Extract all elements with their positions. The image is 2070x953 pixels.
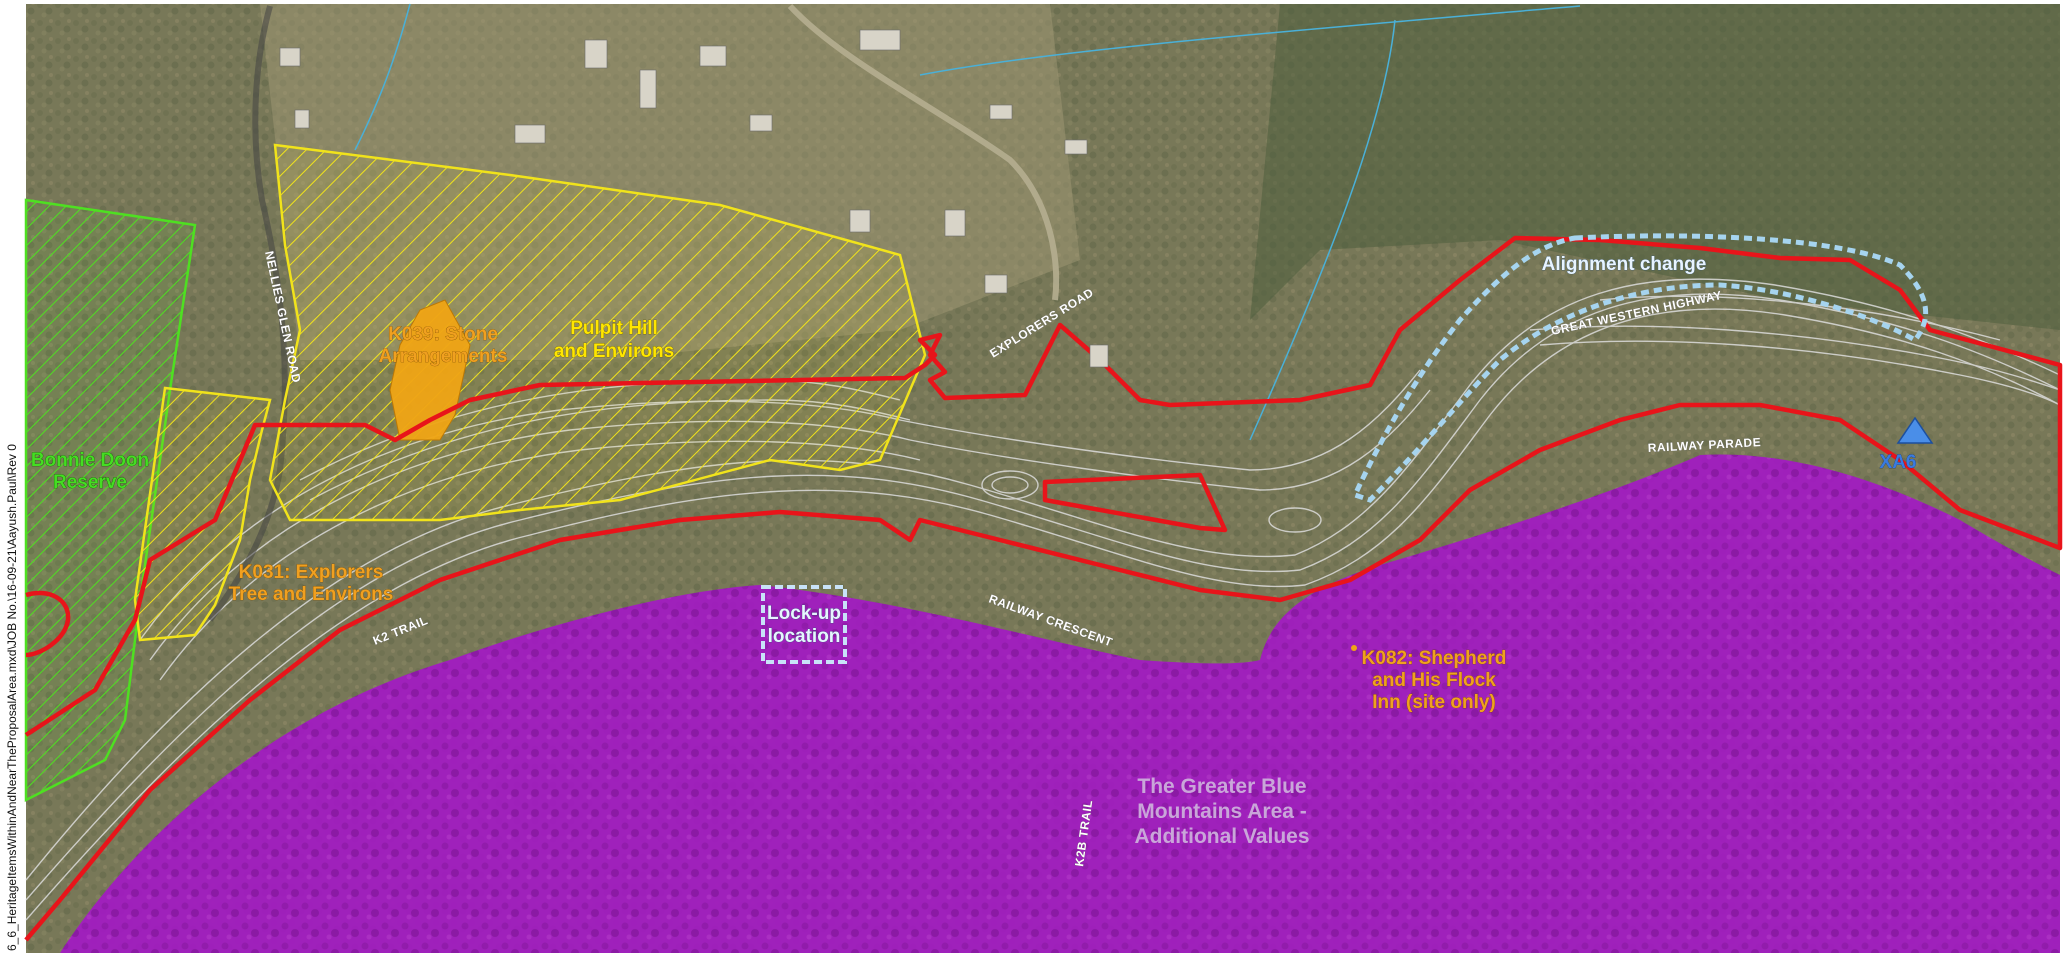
gbm-label-line2: Mountains Area - — [1137, 800, 1307, 823]
proposal-area-small-polygon — [1042, 472, 1228, 533]
lock-up-location-box — [761, 585, 847, 664]
k082-label-line2: and His Flock — [1372, 670, 1496, 691]
k039-stone-arrangements-area — [389, 299, 471, 441]
stream — [1249, 19, 1396, 441]
gbm-label-line1: The Greater Blue — [1137, 775, 1306, 798]
railway-parade-label: RAILWAY PARADE — [1647, 435, 1761, 455]
left-margin — [0, 0, 26, 953]
stream — [354, 3, 411, 151]
k082-site-marker — [1351, 645, 1357, 651]
greater-blue-mountains-area — [60, 454, 2060, 953]
proposal-area-boundary — [24, 235, 2063, 942]
bonnie-doon-label-line2: Reserve — [53, 472, 127, 493]
buildings — [279, 29, 1109, 368]
pulpit-hill-label-line1: Pulpit Hill — [570, 318, 658, 339]
alignment-change-label: Alignment change — [1542, 254, 1707, 275]
explorers-road-line — [787, 3, 1060, 301]
k031-label-line2: Tree and Environs — [229, 584, 394, 605]
proposal-area-left-loop — [25, 590, 71, 658]
lock-up-label-line2: location — [768, 626, 841, 647]
k039-label-line2: Arrangements — [379, 346, 508, 367]
forest-dark-area — [1250, 4, 2060, 330]
alignment-change-boundary — [1351, 233, 1929, 503]
bonnie-doon-label-line1: Bonnie Doon — [31, 450, 149, 471]
xa6-label: XA6 — [1880, 452, 1917, 473]
lock-up-label-line1: Lock-up — [767, 603, 841, 624]
stream — [919, 5, 1581, 76]
k031-label-line1: K031: Explorers — [239, 562, 384, 583]
k082-label-line3: Inn (site only) — [1372, 692, 1496, 713]
k039-label-line1: K039: Stone — [388, 324, 498, 345]
pulpit-hill-label-line2: and Environs — [554, 341, 674, 362]
gbm-label-line3: Additional Values — [1134, 825, 1309, 848]
bonnie-doon-reserve-area — [24, 198, 197, 803]
k031-explorers-tree-area — [133, 386, 272, 642]
triangle-icon[interactable] — [1896, 416, 1934, 444]
nellies-glen-road — [207, 5, 288, 622]
map-file-caption: 6_6_HeritageItemsWithinAndNearTheProposa… — [5, 444, 19, 951]
k082-label-line1: K082: Shepherd — [1362, 648, 1507, 669]
